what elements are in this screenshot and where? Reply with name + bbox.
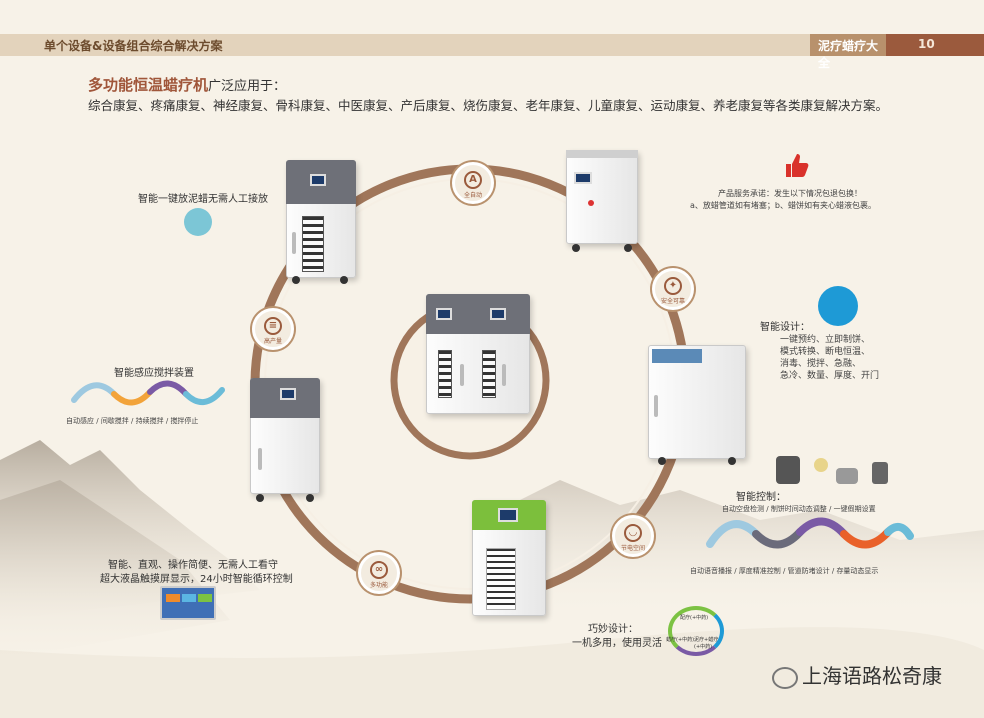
header-left-band: 单个设备&设备组合综合解决方案 [0, 34, 810, 56]
ring-node-safe: ✦ 安全可靠 [652, 268, 694, 310]
stir-wave [71, 380, 225, 406]
header-left-title: 单个设备&设备组合综合解决方案 [44, 39, 223, 53]
header-right-band: 泥疗蜡疗大全 [810, 34, 886, 70]
wechat-icon [772, 666, 798, 689]
feature-one-key: 智能一键放泥蜡无需人工接放 [138, 194, 268, 205]
control-top-steps: 自动空盘检测 / 制饼时间动态调整 / 一键假期设置 [722, 505, 876, 513]
watermark-text: 上海语路松奇康 [802, 664, 942, 688]
control-bottom-steps: 自动语音播报 / 厚度精准控制 / 管道防堵设计 / 存量动态显示 [690, 567, 879, 575]
intro-lead: 广泛应用于： [208, 79, 287, 94]
machine-right [648, 345, 748, 465]
intro-line: 多功能恒温蜡疗机广泛应用于： [88, 74, 286, 95]
mountain-landscape [0, 440, 984, 718]
stir-step: 自动感应 / 间歇搅拌 / 持续搅拌 / 搅拌停止 [66, 417, 199, 425]
machine-tank-top-right [566, 150, 642, 252]
service-title: 产品服务承诺：发生以下情况包退包换！ [718, 189, 862, 198]
smart-design-line: 消毒、搅拌、急融、 [780, 359, 862, 369]
machine-bottom [472, 500, 548, 620]
control-wave [706, 517, 914, 549]
touch-icon [184, 208, 212, 236]
a-letter-icon: A [464, 171, 482, 189]
clever-line: 一机多用，使用灵活 [572, 638, 662, 649]
ring-node-automatic: A 全自动 [452, 162, 494, 204]
screen-line: 智能、直观、操作简便、无需人工看守 [108, 560, 278, 571]
wechat-watermark: 上海语路松奇康 [772, 660, 942, 689]
clever-diagram: 配疗(+中药) 蜡疗(+中药) 泥疗+蜡疗(+中药) [664, 602, 728, 660]
smart-design-line: 急冷、数量、厚度、开门 [780, 371, 880, 381]
header-right-title: 泥疗蜡疗大全 [818, 39, 879, 70]
thumbs-up-icon [786, 154, 809, 177]
circles-icon: ∞ [370, 561, 388, 579]
ring-node-multi: ∞ 多功能 [358, 552, 400, 594]
ring-node-space: ◡ 节电空间 [612, 515, 654, 557]
screen-line: 超大液晶触摸屏显示，24小时智能循环控制 [100, 574, 293, 585]
cup-icon: ◡ [624, 524, 642, 542]
smart-design-line: 模式转换、断电恒温、 [780, 347, 871, 357]
machine-top-left [286, 160, 358, 284]
machine-left [250, 378, 322, 502]
brain-icon [818, 286, 858, 326]
control-device-icons [776, 456, 890, 488]
clever-title: 巧妙设计： [588, 624, 638, 635]
page-number-band: 10 [886, 34, 984, 56]
intro-applications: 综合康复、疼痛康复、神经康复、骨科康复、中医康复、产后康复、烧伤康复、老年康复、… [88, 98, 889, 113]
ring-node-output: ≡ 高产量 [252, 308, 294, 350]
control-title: 智能控制： [736, 492, 786, 503]
smart-design-title: 智能设计： [760, 322, 810, 333]
service-detail: a、放蜡管道如有堵塞；b、蜡饼如有夹心蜡液包裹。 [690, 201, 876, 210]
stir-title: 智能感应搅拌装置 [114, 368, 194, 379]
page-number: 10 [918, 37, 935, 51]
smart-design-line: 一键预约、立即制饼、 [780, 335, 871, 345]
central-double-cabinet [426, 294, 530, 422]
shield-icon: ✦ [664, 277, 682, 295]
product-name: 多功能恒温蜡疗机 [88, 76, 209, 94]
touch-screen-illustration [160, 586, 216, 620]
header-bar: 单个设备&设备组合综合解决方案 泥疗蜡疗大全 10 [0, 34, 984, 70]
menu-icon: ≡ [264, 317, 282, 335]
